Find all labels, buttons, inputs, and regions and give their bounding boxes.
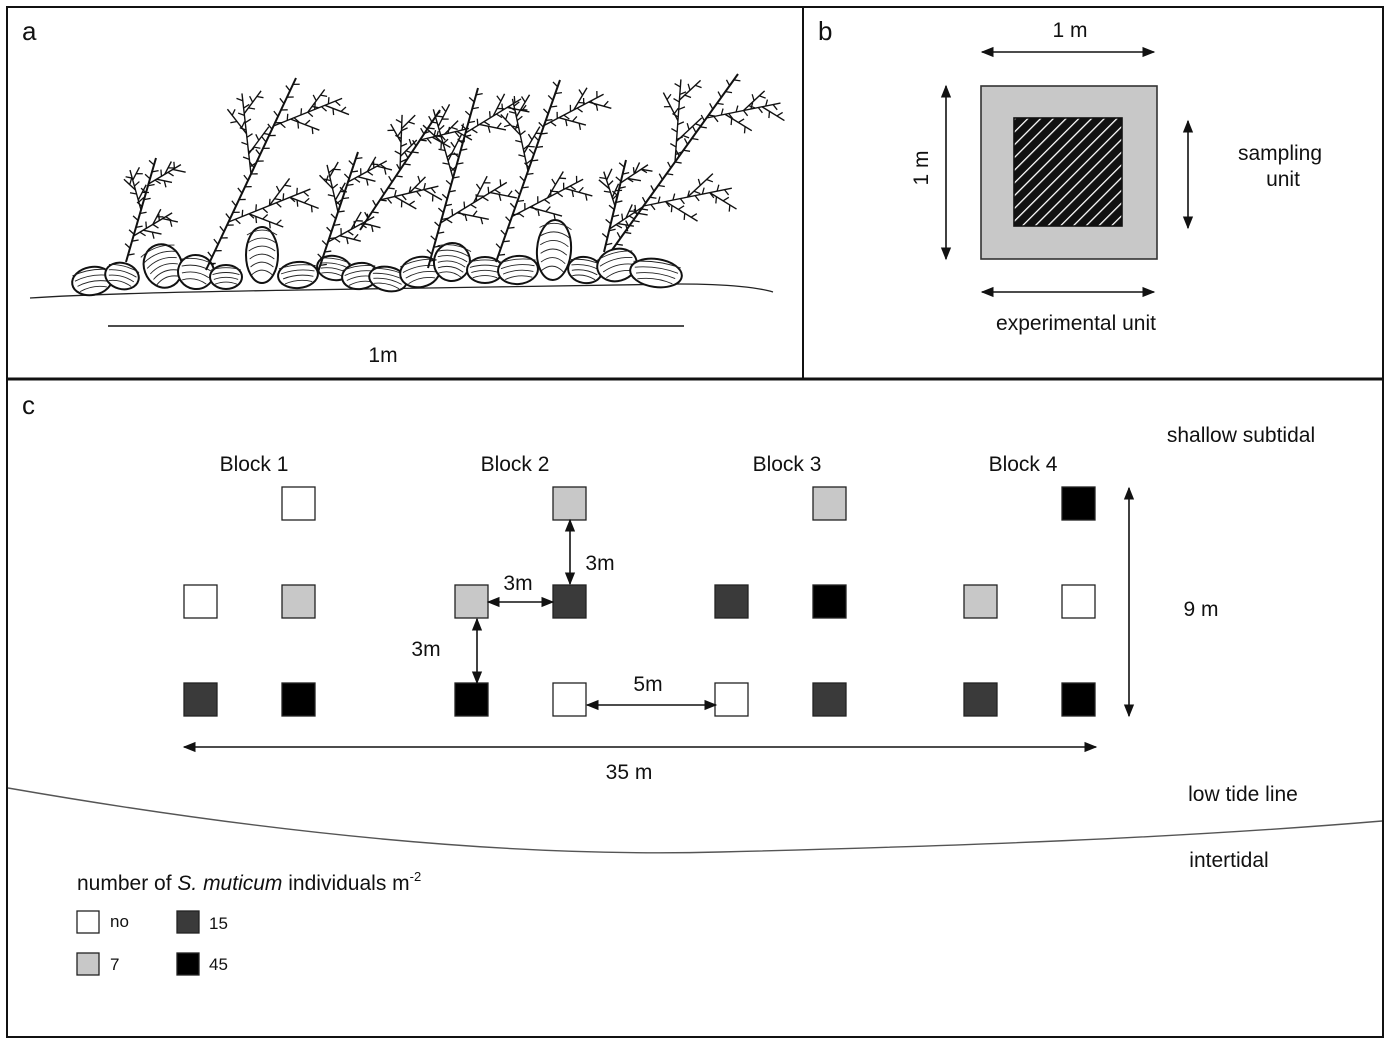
block-label-4: Block 4 [989, 453, 1058, 476]
dimension-label-vertical-3m-b: 3m [411, 638, 440, 661]
plot-block3-r3c2 [812, 682, 847, 717]
panel-b-letter: b [818, 16, 832, 46]
rock [497, 254, 539, 286]
seabed-line [29, 283, 774, 299]
dimension-label-vertical-3m-a: 3m [585, 552, 614, 575]
plot-block2-r2c1 [454, 584, 489, 619]
block-label-3: Block 3 [753, 453, 822, 476]
plot-block2-r1c2 [552, 486, 587, 521]
sampling-unit-label-line1: sampling [1238, 142, 1322, 165]
plot-block4-r2c2 [1061, 584, 1096, 619]
legend-title-exponent: -2 [410, 869, 422, 884]
plot-block1-r1c2 [281, 486, 316, 521]
legend-label-no: no [110, 912, 129, 931]
zone-label-shallow-subtidal: shallow subtidal [1167, 424, 1315, 447]
top-dimension-label: 1 m [1052, 19, 1087, 42]
dimension-label-horizontal-3m: 3m [503, 572, 532, 595]
plot-block2-r3c2 [552, 682, 587, 717]
outer-frame [6, 6, 1384, 1038]
plot-block3-r1c2 [812, 486, 847, 521]
plot-block1-r3c1 [183, 682, 218, 717]
rock [432, 242, 472, 282]
seaweed-illustration [29, 73, 785, 299]
plot-block3-r2c2 [812, 584, 847, 619]
plot-block4-r2c1 [963, 584, 998, 619]
legend-title: number of S. muticum individuals m-2 [77, 869, 421, 895]
rock [629, 257, 683, 289]
legend-label-15: 15 [209, 914, 228, 933]
legend-swatch-15 [176, 910, 200, 934]
legend-label-45: 45 [209, 955, 228, 974]
legend-title-prefix: number of [77, 872, 177, 895]
plot-block1-r2c1 [183, 584, 218, 619]
panel-a-letter: a [22, 16, 37, 46]
plot-block4-r3c1 [963, 682, 998, 717]
legend: number of S. muticum individuals m-2 no 1… [76, 869, 421, 976]
plot-block2-r3c1 [454, 682, 489, 717]
panel-a: a 1m [22, 16, 785, 367]
zone-label-intertidal: intertidal [1189, 849, 1268, 872]
side-dimension-label: 1 m [910, 150, 933, 185]
scale-bar-label: 1m [368, 344, 397, 367]
plot-block4-r1c2 [1061, 486, 1096, 521]
legend-swatch-45 [176, 952, 200, 976]
plot-block3-r3c1 [714, 682, 749, 717]
legend-items: no 15 7 45 [76, 910, 228, 976]
legend-swatch-no [76, 910, 100, 934]
rock [245, 226, 279, 284]
plot-block2-r2c2 [552, 584, 587, 619]
block-labels: Block 1 Block 2 Block 3 Block 4 [220, 453, 1058, 476]
low-tide-line [7, 787, 1383, 854]
plot-block3-r2c1 [714, 584, 749, 619]
rock [277, 260, 319, 290]
panel-c-letter: c [22, 390, 35, 420]
block-label-1: Block 1 [220, 453, 289, 476]
rock [209, 264, 243, 290]
sampling-unit-label-line2: unit [1266, 168, 1300, 191]
legend-swatch-7 [76, 952, 100, 976]
rock [466, 256, 504, 284]
rock [596, 247, 638, 283]
dimension-label-35m: 35 m [606, 761, 653, 784]
panel-c: c shallow subtidal Block 1 Block 2 Block 3… [7, 390, 1383, 976]
legend-title-species: S. muticum [177, 872, 282, 895]
zone-label-low-tide-line: low tide line [1188, 783, 1298, 806]
dimension-label-9m: 9 m [1183, 598, 1218, 621]
rock [140, 243, 184, 289]
plot-block1-r3c2 [281, 682, 316, 717]
rock [535, 219, 573, 281]
rock [104, 261, 140, 291]
block-label-2: Block 2 [481, 453, 550, 476]
sampling-unit-square [1013, 117, 1123, 227]
legend-title-suffix: individuals m [282, 872, 409, 895]
experimental-unit-label: experimental unit [996, 312, 1156, 335]
panel-b: b 1 m 1 m sampling unit experimental uni… [818, 16, 1322, 335]
plot-grid [183, 486, 1096, 717]
legend-label-7: 7 [110, 955, 119, 974]
plot-block4-r3c2 [1061, 682, 1096, 717]
dimension-label-horizontal-5m: 5m [633, 673, 662, 696]
plot-block1-r2c2 [281, 584, 316, 619]
